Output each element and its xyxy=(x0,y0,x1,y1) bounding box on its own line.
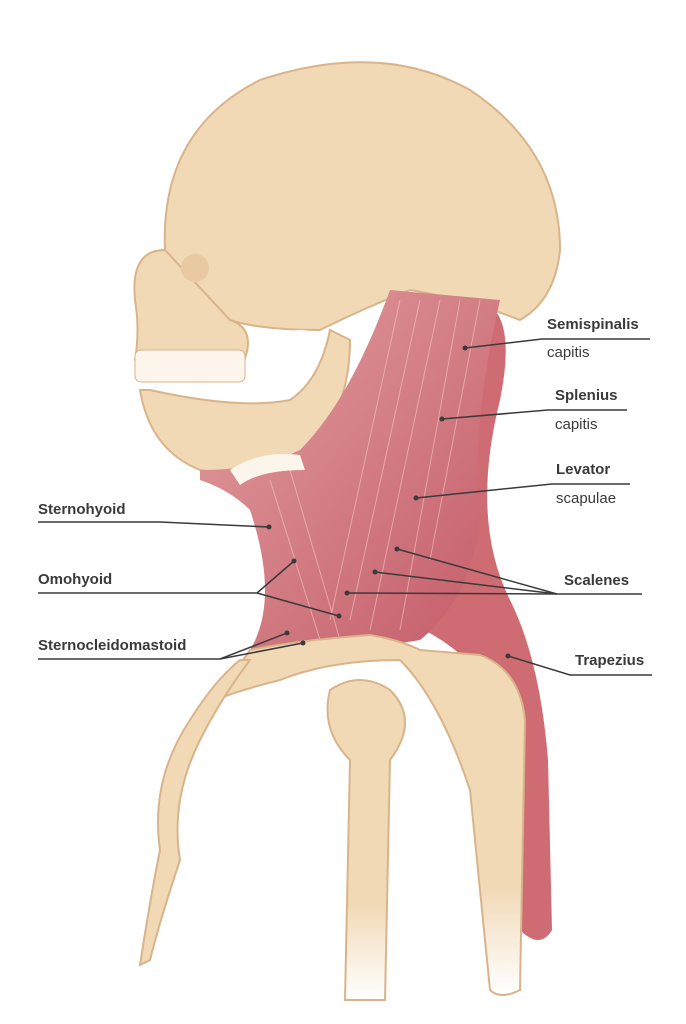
label-trapezius: Trapezius xyxy=(575,652,645,669)
sternum-ribs xyxy=(138,659,252,967)
label-omohyoid: Omohyoid xyxy=(38,571,113,588)
mandible xyxy=(138,328,352,473)
label-semispinalis-sub: capitis xyxy=(547,344,590,361)
label-sternocleidomastoid: Sternocleidomastoid xyxy=(38,637,187,654)
label-splenius-sub: capitis xyxy=(555,416,598,433)
muscle-fibers xyxy=(269,299,481,641)
hyoid-bone xyxy=(230,454,305,485)
label-levator: Levator xyxy=(556,461,611,478)
neck-muscles xyxy=(200,290,500,655)
ear-canal-gap xyxy=(278,330,322,354)
leader-dots xyxy=(266,345,511,659)
teeth xyxy=(134,349,246,383)
label-sternohyoid: Sternohyoid xyxy=(38,501,126,518)
label-scalenes: Scalenes xyxy=(564,572,630,589)
skull xyxy=(163,61,562,332)
label-semispinalis: Semispinalis xyxy=(547,316,639,333)
leader-lines xyxy=(38,338,652,676)
label-splenius: Splenius xyxy=(555,387,618,404)
label-levator-sub: scapulae xyxy=(556,490,617,507)
humerus xyxy=(326,679,406,1001)
clavicle xyxy=(212,633,527,996)
eye-orbit xyxy=(181,254,209,282)
facial-bones xyxy=(133,248,249,382)
